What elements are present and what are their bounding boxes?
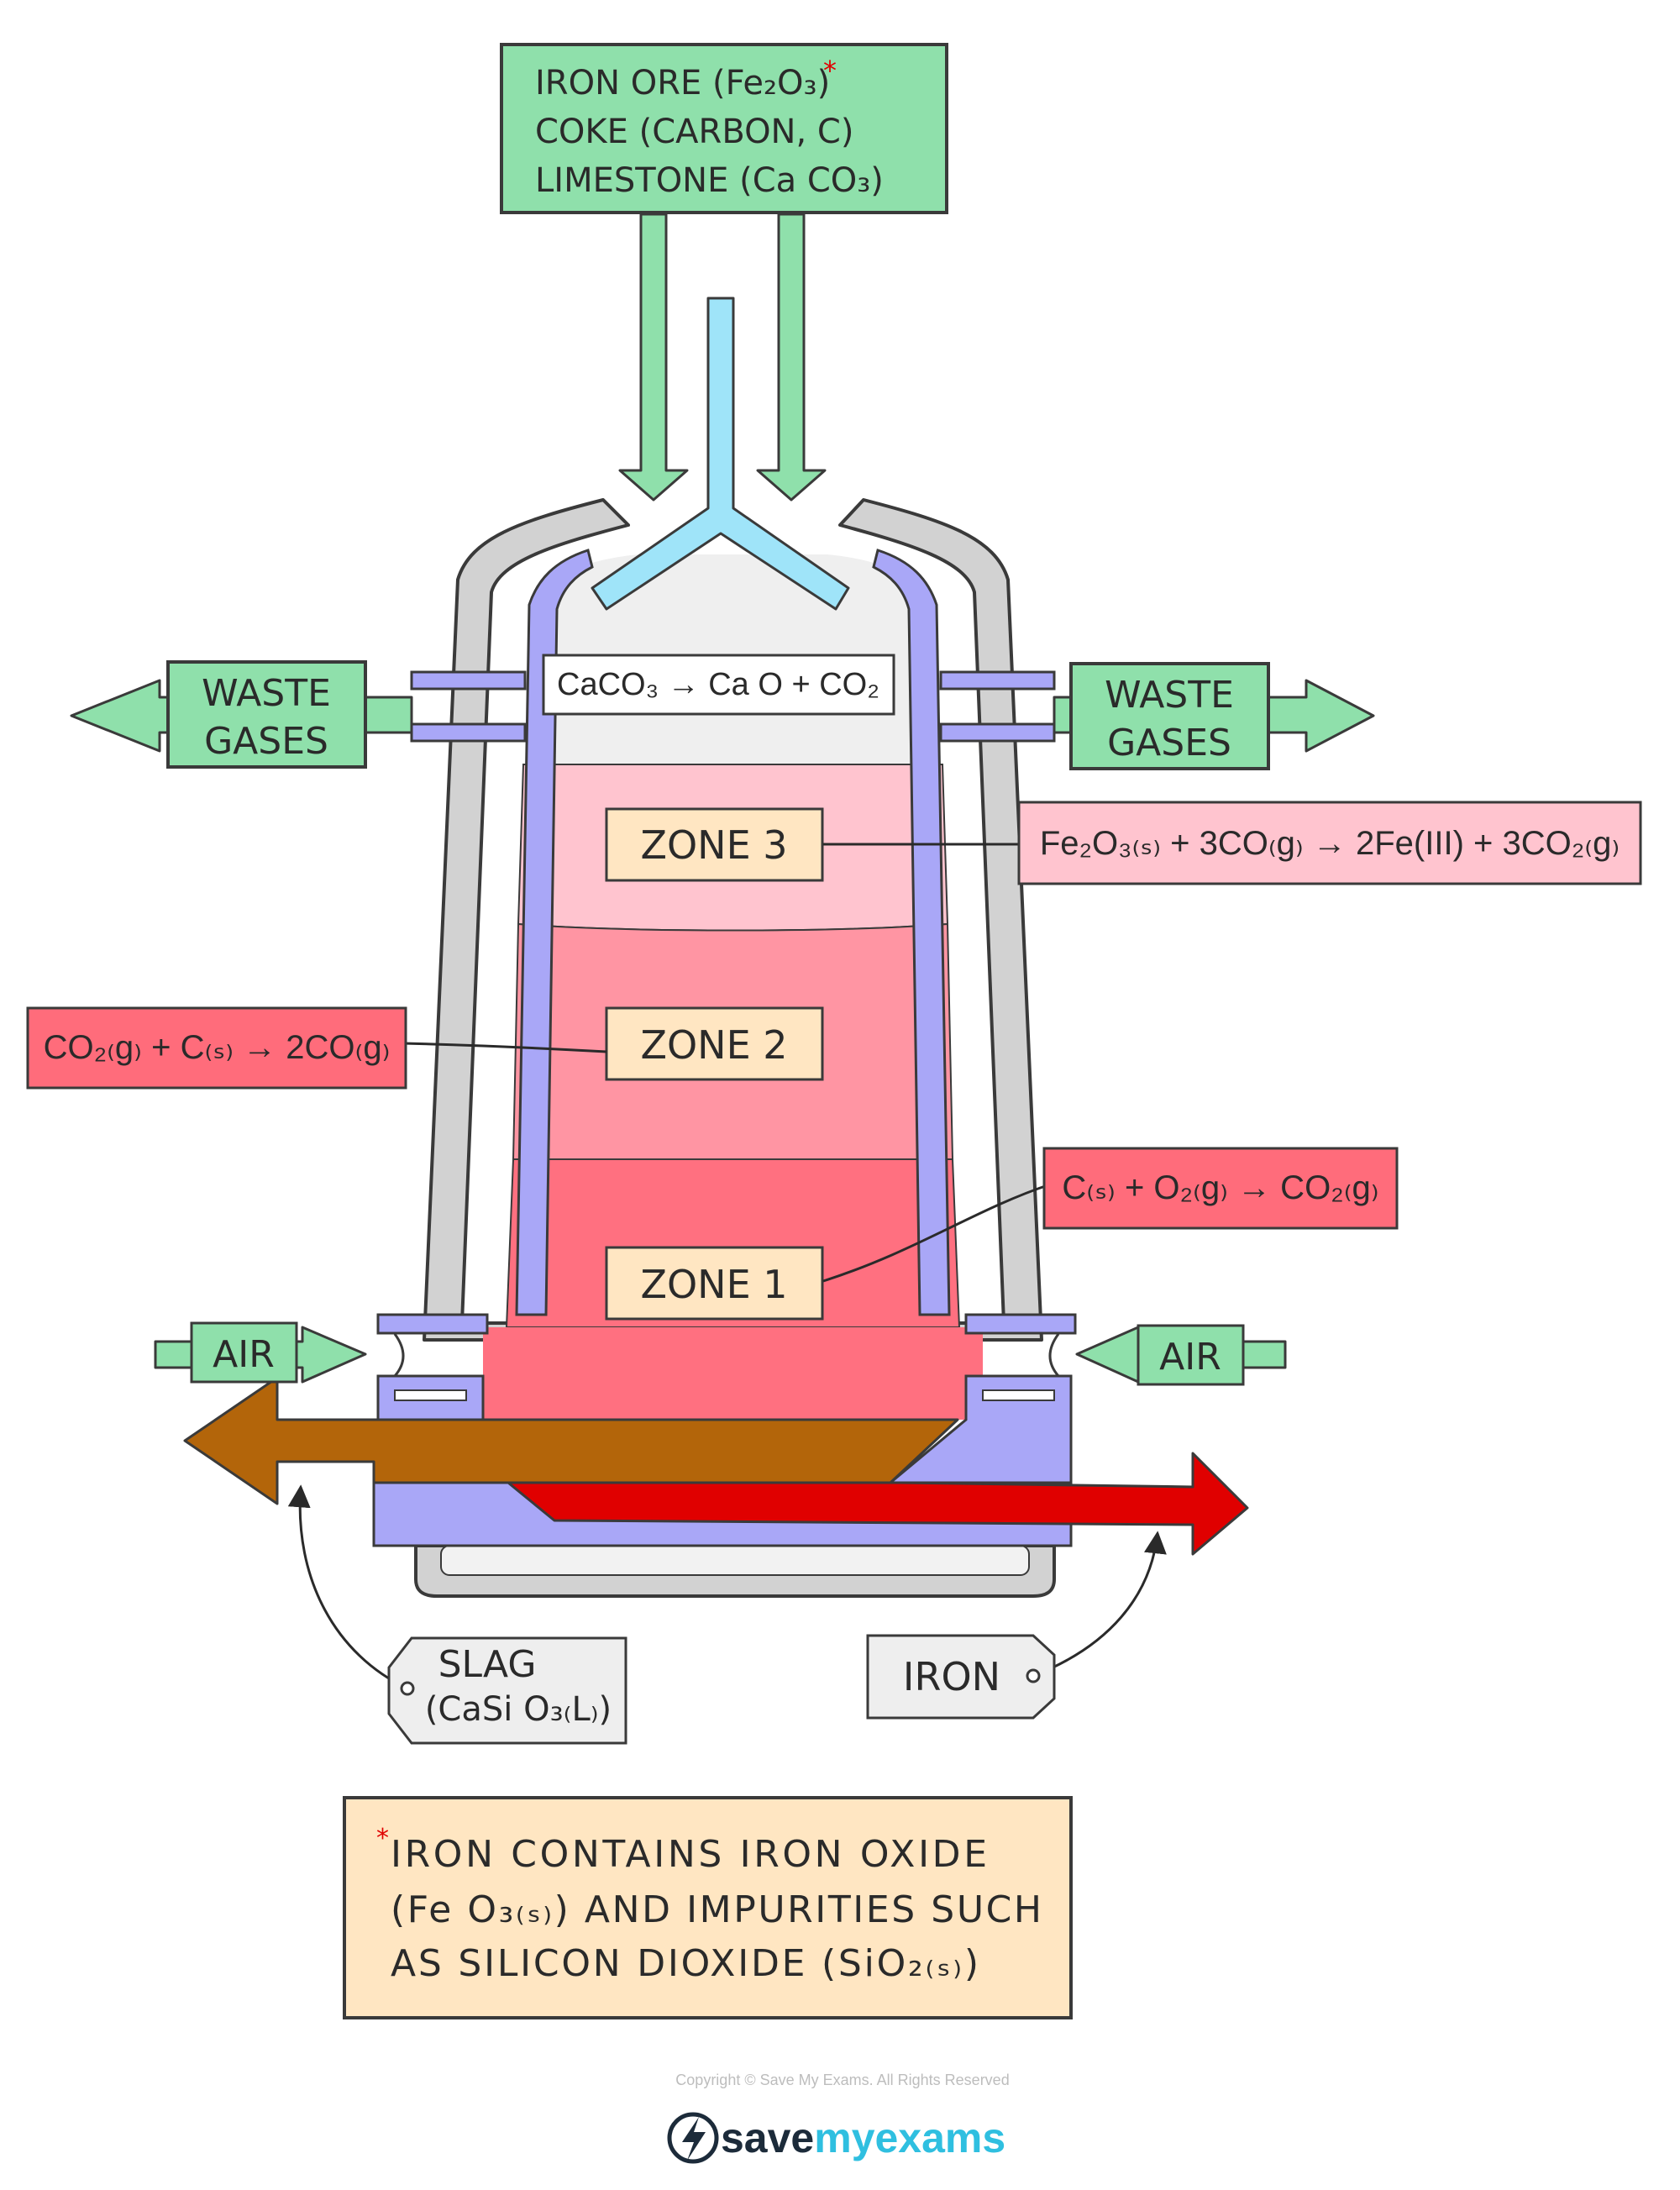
- air-flange-left-top: [376, 1313, 489, 1335]
- zone-1-leader: [822, 1183, 1051, 1283]
- logo-save: save: [721, 2114, 814, 2161]
- lining-flange-left-top: [410, 670, 527, 691]
- inputs-line-limestone: LIMESTONE (Ca CO₃): [535, 161, 884, 200]
- waste-gases-left-line1: WASTE: [202, 672, 331, 715]
- zone-1-equation: C₍ₛ₎ + O₂₍g₎ → CO₂₍g₎: [1062, 1169, 1378, 1206]
- zone-2-leader: [402, 1042, 607, 1053]
- lightning-bolt: [682, 2117, 706, 2161]
- zone-2-label: ZONE 2: [640, 1022, 787, 1068]
- svg-text:savemyexams: savemyexams: [721, 2114, 1005, 2161]
- inputs-line-iron-ore: IRON ORE (Fe₂O₃): [535, 64, 830, 102]
- inputs-box: [500, 43, 948, 214]
- hearth-slot-left: [394, 1389, 467, 1401]
- feed-pipe: [591, 297, 850, 611]
- iron-tag: [866, 1634, 1056, 1720]
- lining-flange-left-bottom: [410, 722, 527, 743]
- logo-exams: exams: [875, 2114, 1006, 2161]
- zone-3-label: ZONE 3: [640, 822, 787, 868]
- furnace-outer-shell: [423, 498, 1043, 1342]
- waste-gases-left-box: [166, 660, 367, 769]
- hearth-slot-right: [982, 1389, 1055, 1401]
- copyright-text: Copyright © Save My Exams. All Rights Re…: [675, 2072, 1009, 2088]
- iron-tag-hole: [1026, 1668, 1041, 1683]
- input-arrow-right: [756, 213, 827, 502]
- footnote-line1: IRON CONTAINS IRON OXIDE: [391, 1833, 987, 1876]
- slag-tag: [387, 1636, 627, 1745]
- air-left-box: [190, 1321, 298, 1384]
- zone-1-label-box: [605, 1246, 824, 1321]
- lining-flange-right-top: [939, 670, 1056, 691]
- iron-outflow-arrow: [507, 1452, 1249, 1556]
- footnote-line3: AS SILICON DIOXIDE (SiO₂₍ₛ₎): [391, 1942, 979, 1985]
- zone-1-equation-box: [1042, 1147, 1399, 1230]
- furnace-base-inner: [440, 1545, 1030, 1576]
- footnote-line2: (Fe O₃₍ₛ₎) AND IMPURITIES SUCH: [391, 1888, 1042, 1931]
- furnace-lining-left: [515, 549, 594, 1316]
- zone-2-equation-box: [26, 1006, 407, 1090]
- slag-formula: (CaSi O₃₍L₎): [425, 1690, 612, 1729]
- waste-gases-right-line2: GASES: [1107, 722, 1231, 764]
- zone-3-label-box: [605, 807, 824, 882]
- save-my-exams-logo: savemyexams: [667, 2112, 1005, 2164]
- iron-label: IRON: [903, 1654, 1000, 1699]
- footnote-asterisk: *: [376, 1824, 389, 1853]
- zone-2-equation: CO₂₍g₎ + C₍ₛ₎ → 2CO₍g₎: [44, 1029, 391, 1066]
- zone-1-label: ZONE 1: [640, 1262, 787, 1307]
- waste-gases-left-line2: GASES: [204, 720, 328, 763]
- waste-gases-right-line1: WASTE: [1105, 674, 1234, 717]
- inputs-line-coke: COKE (CARBON, C): [535, 113, 853, 151]
- tuyere-left: [393, 1333, 405, 1377]
- slag-tag-hole: [400, 1681, 415, 1696]
- zone-3-equation-box: [1017, 801, 1642, 885]
- logo-my: my: [814, 2114, 874, 2161]
- zone-1-lower: [483, 1327, 983, 1420]
- slag-label: SLAG: [438, 1643, 537, 1686]
- inputs-asterisk: *: [823, 55, 837, 87]
- air-right-box: [1137, 1324, 1245, 1386]
- waste-gases-right-box: [1069, 662, 1270, 770]
- lining-flange-right-bottom: [939, 722, 1056, 743]
- iron-pointer: [1032, 1531, 1167, 1678]
- zone-3-equation: Fe₂O₃₍ₛ₎ + 3CO₍g₎ → 2Fe(III) + 3CO₂₍g₎: [1040, 825, 1620, 862]
- input-arrow-left: [618, 213, 689, 502]
- air-flange-right-top: [964, 1313, 1077, 1335]
- decomposition-equation-box: [542, 654, 895, 716]
- furnace-lining-right: [872, 549, 951, 1316]
- footnote-box: [343, 1796, 1073, 2019]
- air-left-label: AIR: [213, 1333, 275, 1376]
- decomposition-equation: CaCO₃ → Ca O + CO₂: [557, 667, 879, 702]
- zone-2-label-box: [605, 1006, 824, 1081]
- air-right-label: AIR: [1159, 1336, 1221, 1379]
- tuyere-right: [1048, 1333, 1060, 1377]
- slag-pointer: [287, 1484, 408, 1690]
- lightning-icon: [667, 2112, 719, 2164]
